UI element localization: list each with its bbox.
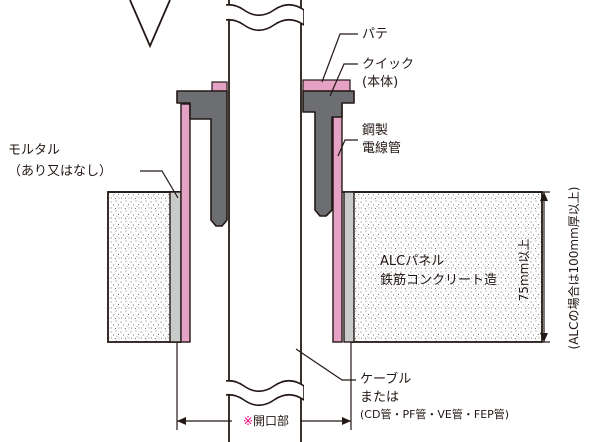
label-cable-2: または — [360, 390, 399, 405]
label-putty: パテ — [362, 27, 388, 42]
label-thickness-alc: (ALCの場合は100mm厚以上) — [566, 187, 581, 350]
cable-break-top — [226, 3, 304, 32]
opening-mark: ※ — [243, 414, 253, 428]
cable — [229, 0, 301, 442]
cable-break-bottom — [226, 379, 304, 407]
quick-body-right — [302, 90, 355, 217]
mortar-right — [343, 191, 355, 343]
label-mortar-2: （あり又はなし） — [8, 164, 112, 179]
label-steel-1: 鋼製 — [362, 123, 388, 138]
label-alc-1: ALCパネル — [380, 254, 444, 269]
leader-quick — [329, 63, 358, 97]
label-steel-2: 電線管 — [362, 140, 401, 156]
leader-cable — [295, 348, 356, 381]
putty-right — [302, 79, 351, 92]
label-quick-1: クイック — [362, 57, 414, 72]
label-opening: ※開口部 — [243, 413, 289, 428]
label-thickness-75: 75mm以上 — [517, 239, 531, 302]
leader-steel — [337, 139, 358, 157]
alc-panel-left — [107, 191, 181, 343]
alc-panel-right — [351, 191, 543, 343]
label-cable-3: (CD管・PF管・VE管・FEP管) — [360, 407, 509, 421]
label-quick-2: (本体) — [362, 75, 398, 90]
leader-putty — [321, 33, 358, 83]
leader-mortar — [140, 170, 179, 199]
v-marker — [129, 0, 171, 49]
quick-body-left — [176, 90, 228, 227]
label-alc-2: 鉄筋コンクリート造 — [380, 272, 497, 288]
label-mortar-1: モルタル — [8, 143, 60, 158]
opening-text: 開口部 — [253, 413, 289, 428]
mortar-left — [169, 191, 182, 343]
conduit-wall-left — [180, 103, 191, 343]
conduit-wall-right — [332, 103, 343, 343]
label-cable-1: ケーブル — [360, 371, 411, 387]
